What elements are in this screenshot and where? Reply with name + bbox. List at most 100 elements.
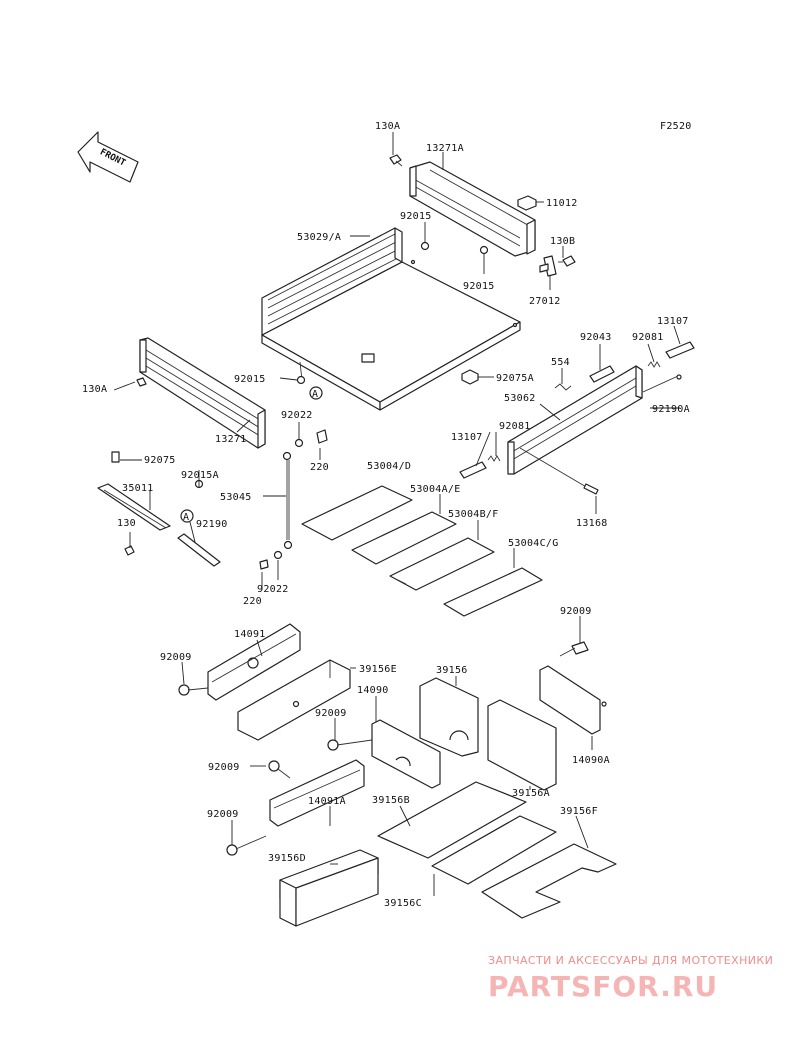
label-14091: 14091: [234, 629, 266, 640]
clip-92075: [111, 451, 120, 463]
label-92075A: 92075A: [496, 373, 534, 384]
bracket-220-b: [259, 559, 269, 570]
label-14091A: 14091A: [308, 796, 346, 807]
label-13107-right: 13107: [657, 316, 689, 327]
spring-92081-middle: [487, 455, 501, 462]
bolt-130A-top: [389, 154, 403, 167]
label-53004CG: 53004C/G: [508, 538, 559, 549]
label-14090A: 14090A: [572, 755, 610, 766]
leader-lines: [113, 132, 681, 896]
label-92022-b: 92022: [257, 584, 289, 595]
label-53029A: 53029/A: [297, 232, 341, 243]
label-39156: 39156: [436, 665, 468, 676]
part-labels: 130A 13271A 11012 92015 53029/A 130B 920…: [82, 121, 690, 909]
mat-53004AE: [351, 511, 457, 565]
cable-92190A: [642, 374, 682, 393]
bolt-92009-middle: [327, 739, 373, 751]
front-arrow-icon: FRONT: [77, 131, 139, 183]
label-14090: 14090: [357, 685, 389, 696]
label-92015-b: 92015: [463, 281, 495, 292]
bracket-14091A: [269, 759, 365, 827]
label-39156E: 39156E: [359, 664, 397, 675]
mat-39156C: [431, 815, 557, 885]
cable-13168: [519, 447, 599, 495]
label-39156D: 39156D: [268, 853, 306, 864]
pin-13107-middle: [459, 461, 487, 479]
label-92043: 92043: [580, 332, 612, 343]
bolt-92009-bottom: [226, 835, 267, 856]
watermark-brand: PARTSFOR.RU: [488, 970, 718, 1003]
label-13107-middle: 13107: [451, 432, 483, 443]
label-130: 130: [117, 518, 136, 529]
tailgate-53062: [507, 365, 643, 475]
label-92190: 92190: [196, 519, 228, 530]
bolt-92009-mid-left: [268, 760, 291, 779]
label-53004D: 53004/D: [367, 461, 411, 472]
label-53045: 53045: [220, 492, 252, 503]
label-92015-a: 92015: [400, 211, 432, 222]
panel-39156A: [487, 699, 557, 791]
panel-39156: [419, 677, 479, 757]
cargo-bed-53029: [261, 227, 521, 411]
label-53004AE: 53004A/E: [410, 484, 461, 495]
label-92190A: 92190A: [652, 404, 690, 415]
label-92009-mid-left: 92009: [208, 762, 240, 773]
cover-14090: [371, 719, 441, 789]
label-92009-left: 92009: [160, 652, 192, 663]
label-92081-middle: 92081: [499, 421, 531, 432]
gate-13271: [139, 337, 266, 449]
label-11012: 11012: [546, 198, 578, 209]
label-13271: 13271: [215, 434, 247, 445]
mat-53004D: [301, 485, 413, 541]
label-92009-middle: 92009: [315, 708, 347, 719]
mat-39156B: [377, 781, 527, 859]
label-92015A: 92015A: [181, 470, 219, 481]
label-130A-left: 130A: [82, 384, 107, 395]
label-92022-a: 92022: [281, 410, 313, 421]
watermark-subtitle: ЗАПЧАСТИ И АКСЕССУАРЫ ДЛЯ МОТОТЕХНИКИ: [488, 954, 773, 967]
label-92009-right: 92009: [560, 606, 592, 617]
latch-27012: [539, 255, 557, 277]
bolt-130A-left: [136, 377, 147, 387]
label-130A-top: 130A: [375, 121, 400, 132]
ref-marker-a-lower: A: [180, 509, 194, 523]
mat-53004CG: [443, 567, 543, 617]
clip-554: [554, 383, 572, 391]
figure-code: F2520: [660, 121, 692, 132]
label-130B: 130B: [550, 236, 575, 247]
label-35011: 35011: [122, 483, 154, 494]
bracket-220-a: [316, 429, 328, 444]
label-39156C: 39156C: [384, 898, 422, 909]
label-92075: 92075: [144, 455, 176, 466]
pin-92043: [589, 365, 615, 383]
label-53062: 53062: [504, 393, 536, 404]
clip-92075A: [461, 369, 479, 385]
label-39156A: 39156A: [512, 788, 550, 799]
panel-39156E: [237, 659, 351, 741]
label-27012: 27012: [529, 296, 561, 307]
nut-92022-b: [273, 550, 283, 560]
pin-13107-right: [665, 341, 695, 359]
gate-13271A: [409, 161, 536, 257]
watermark: ЗАПЧАСТИ И АКСЕССУАРЫ ДЛЯ МОТОТЕХНИКИ PA…: [488, 954, 773, 1003]
spring-92081-right: [647, 361, 661, 368]
svg-text:A: A: [183, 512, 189, 523]
cover-14090A: [539, 665, 607, 735]
bolt-130: [124, 545, 135, 556]
rod-35011: [97, 483, 171, 531]
strap-53045: [282, 451, 293, 550]
label-220-b: 220: [243, 596, 262, 607]
ref-marker-a-upper: A: [309, 386, 323, 400]
panel-39156D: [279, 849, 379, 927]
label-92009-bottom: 92009: [207, 809, 239, 820]
bracket-14091: [207, 623, 301, 701]
label-92015-c: 92015: [234, 374, 266, 385]
mat-39156F: [481, 843, 617, 919]
label-92081-right: 92081: [632, 332, 664, 343]
bolt-92009-left: [178, 684, 209, 696]
bolt-92009-right: [559, 641, 589, 657]
nut-92015-b: [479, 245, 489, 255]
bolt-130B: [558, 255, 576, 267]
svg-text:A: A: [312, 389, 318, 400]
